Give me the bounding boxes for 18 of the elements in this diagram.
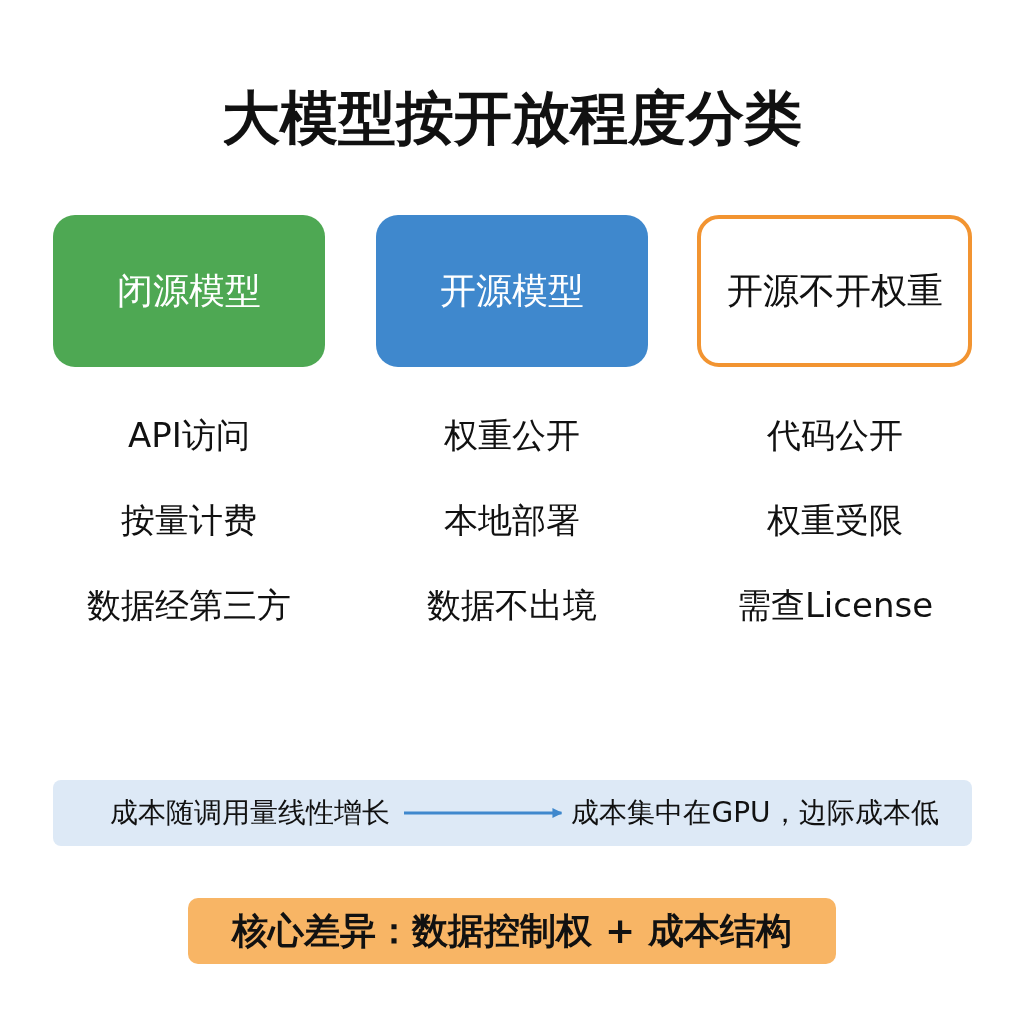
feature-text: 按量计费 bbox=[121, 500, 257, 540]
feature-text: 代码公开 bbox=[767, 415, 903, 455]
category-box: 开源模型 bbox=[376, 215, 648, 367]
feature-text: 权重公开 bbox=[444, 415, 580, 455]
title: 大模型按开放程度分类 bbox=[222, 84, 802, 152]
cost-band bbox=[53, 780, 972, 846]
feature-text: 数据经第三方 bbox=[87, 585, 291, 625]
summary-box: 核心差异：数据控制权 + 成本结构 bbox=[188, 898, 836, 964]
arrow bbox=[404, 808, 563, 818]
feature-text: 需查License bbox=[736, 585, 934, 625]
feature-text: API访问 bbox=[128, 415, 250, 455]
cost-text: 成本集中在GPU，边际成本低 bbox=[545, 788, 965, 838]
feature-text: 数据不出境 bbox=[427, 585, 597, 625]
feature-text: 权重受限 bbox=[767, 500, 903, 540]
category-box: 闭源模型 bbox=[53, 215, 325, 367]
feature-text: 本地部署 bbox=[444, 500, 580, 540]
cost-text: 成本随调用量线性增长 bbox=[75, 788, 425, 838]
category-box: 开源不开权重 bbox=[697, 215, 972, 367]
